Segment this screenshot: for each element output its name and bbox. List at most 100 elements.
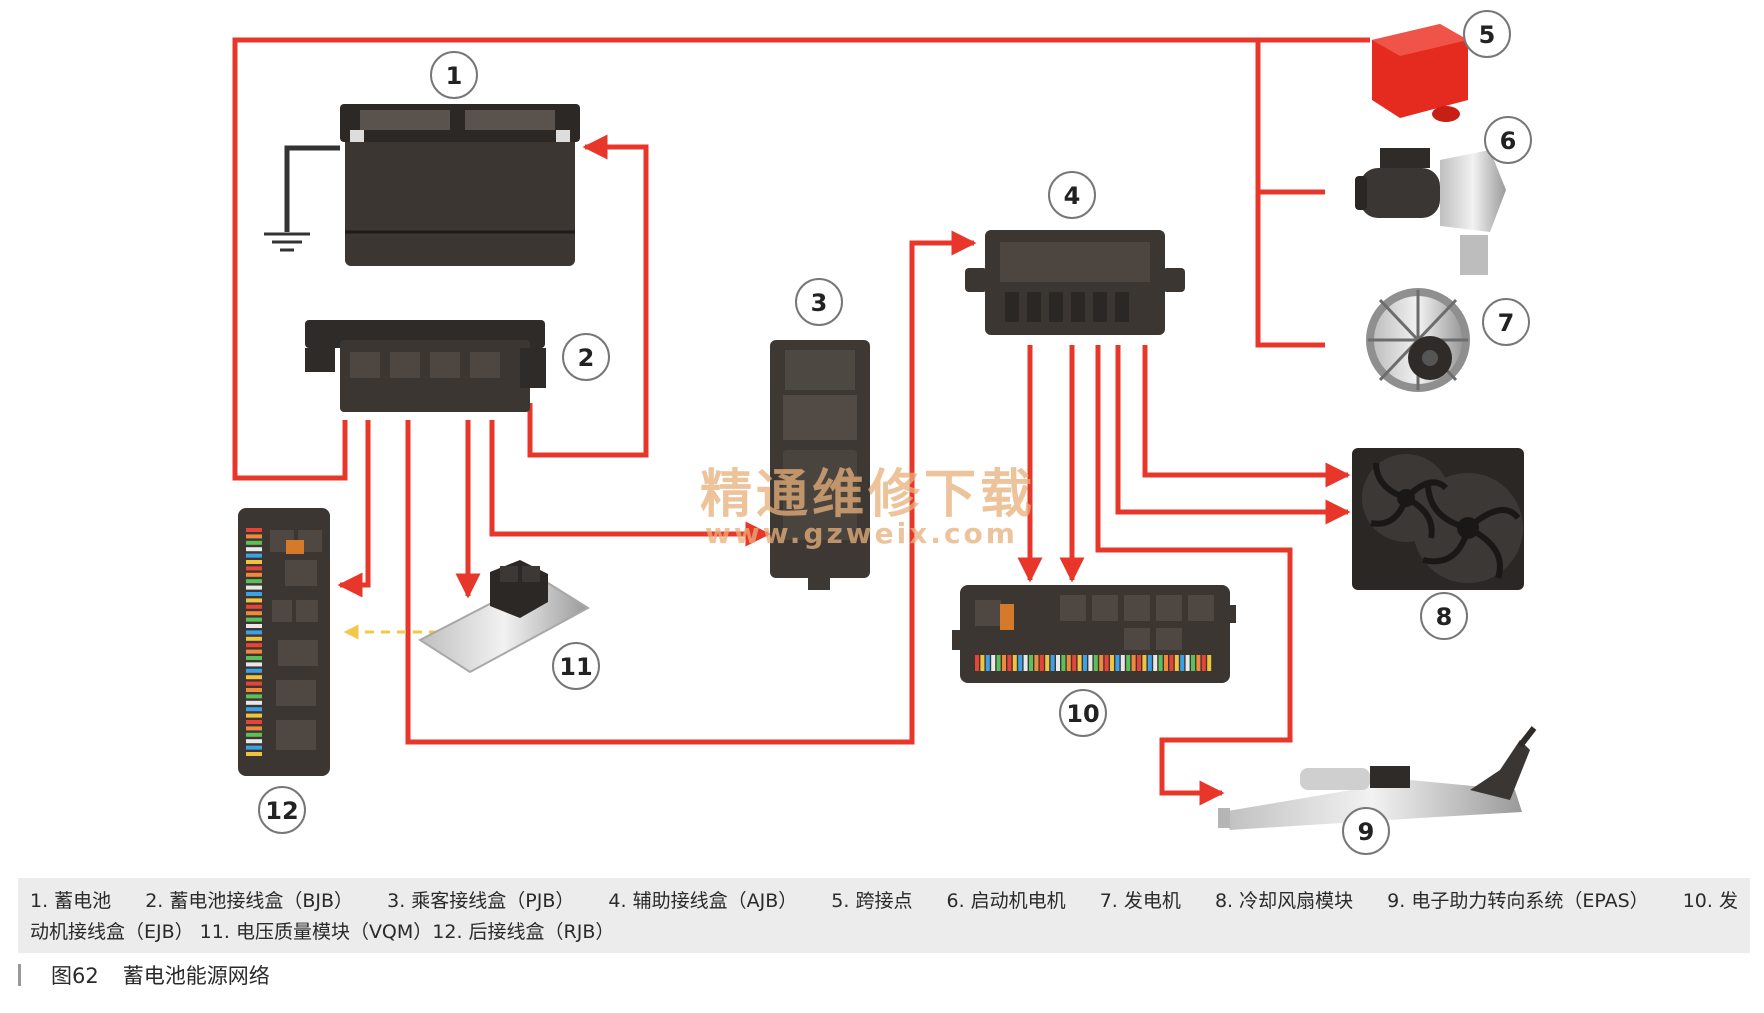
svg-text:7: 7 <box>1498 309 1515 337</box>
callout-6: 6 <box>1484 116 1532 164</box>
fuse <box>246 592 262 596</box>
wire-ajb-to-fan-1 <box>1142 345 1351 488</box>
legend-item: 5. 跨接点 <box>831 890 913 912</box>
callout-12: 12 <box>258 786 306 834</box>
svg-text:3: 3 <box>811 289 828 317</box>
fuse <box>1126 655 1131 671</box>
callout-2: 2 <box>562 333 610 381</box>
rear-junction-box <box>238 508 330 776</box>
fuse <box>246 528 262 532</box>
callout-5: 5 <box>1463 10 1511 58</box>
fuse <box>246 630 262 635</box>
watermark-title: 精通维修下载 <box>700 464 1036 525</box>
svg-text:4: 4 <box>1064 182 1081 210</box>
fuse <box>1012 655 1017 671</box>
generator <box>1366 288 1470 392</box>
fuse <box>1034 655 1039 671</box>
fuse <box>246 572 262 577</box>
fuse <box>1104 655 1109 671</box>
fuse <box>246 579 262 584</box>
fuse <box>1029 655 1033 671</box>
svg-text:10: 10 <box>1066 700 1099 728</box>
svg-text:5: 5 <box>1479 21 1496 49</box>
figure-number: 图62 <box>51 964 99 988</box>
fuse <box>1137 655 1141 671</box>
fuse <box>1142 655 1147 671</box>
jump-point <box>1372 24 1468 122</box>
fuse <box>246 560 262 564</box>
fuse <box>1056 655 1060 671</box>
fuse <box>1023 655 1028 671</box>
watermark-url: www.gzweix.com <box>705 517 1018 550</box>
legend-item: 9. 电子助力转向系统（EPAS） <box>1387 890 1649 912</box>
fuse <box>246 700 262 705</box>
fuse <box>996 655 1001 671</box>
figure-caption: 图62 蓄电池能源网络 <box>18 958 270 992</box>
fuse <box>1201 655 1206 671</box>
legend-item: 8. 冷却风扇模块 <box>1214 890 1354 912</box>
fuse <box>1061 655 1066 671</box>
electric-power-steering <box>1218 726 1537 830</box>
fuse <box>1018 655 1023 671</box>
callout-1: 1 <box>430 51 478 99</box>
fuse <box>1050 655 1055 671</box>
fuse <box>246 566 262 571</box>
fuse <box>1196 655 1201 671</box>
callout-11: 11 <box>552 642 600 690</box>
fuse <box>1174 655 1179 671</box>
engine-junction-box <box>952 585 1236 683</box>
wire-bus-vertical <box>1255 40 1325 348</box>
rjb-fuse-column <box>246 528 262 756</box>
legend-item: 2. 蓄电池接线盒（BJB） <box>145 890 354 912</box>
passenger-junction-box <box>770 340 870 590</box>
wire-bjb-to-rjb <box>337 420 371 598</box>
fuse <box>246 617 262 622</box>
fuse <box>1099 655 1104 671</box>
fuse <box>1077 655 1082 671</box>
legend-item: 3. 乘客接线盒（PJB） <box>387 890 575 912</box>
fuse <box>1045 655 1050 671</box>
fuse <box>985 655 990 671</box>
starter-motor <box>1355 148 1506 275</box>
legend-item: 7. 发电机 <box>1099 890 1181 912</box>
fuse <box>246 649 262 654</box>
fuse <box>246 681 262 686</box>
fuse <box>1002 655 1006 671</box>
battery-power-network-diagram: 精通维修下载 www.gzweix.com 1 2 3 4 5 6 <box>232 10 1537 855</box>
fuse <box>1066 655 1071 671</box>
ground-wire <box>284 145 340 232</box>
fuse <box>246 636 262 641</box>
wire-ajb-to-fan-2 <box>1115 345 1351 525</box>
fuse <box>246 534 262 539</box>
fuse <box>246 611 262 616</box>
legend-item: 10. 发 <box>1682 890 1738 912</box>
svg-text:1: 1 <box>446 62 463 90</box>
fuse <box>1153 655 1158 671</box>
fuse <box>1164 655 1168 671</box>
callout-4: 4 <box>1048 171 1096 219</box>
fuse <box>246 745 262 750</box>
caption-bar <box>18 964 21 986</box>
callout-labels: 1 2 3 4 5 6 7 8 <box>258 10 1532 855</box>
fuse <box>1083 655 1087 671</box>
fuse <box>246 726 262 731</box>
fuse <box>246 752 262 756</box>
ejb-fuse-row <box>975 655 1212 671</box>
legend-item: 4. 辅助接线盒（AJB） <box>608 890 798 912</box>
watermark: 精通维修下载 www.gzweix.com <box>700 464 1036 550</box>
fuse <box>1158 655 1163 671</box>
fuse <box>1039 655 1044 671</box>
fuse <box>246 713 262 718</box>
fuse <box>1115 655 1120 671</box>
fuse <box>246 720 262 724</box>
wire-bjb-to-pjb <box>489 420 771 547</box>
legend-item: 6. 启动机电机 <box>946 890 1066 912</box>
fuse <box>246 688 262 692</box>
fuse <box>246 662 262 667</box>
fuse <box>975 655 979 671</box>
battery <box>264 104 580 266</box>
fuse <box>1072 655 1077 671</box>
fuse <box>1147 655 1152 671</box>
